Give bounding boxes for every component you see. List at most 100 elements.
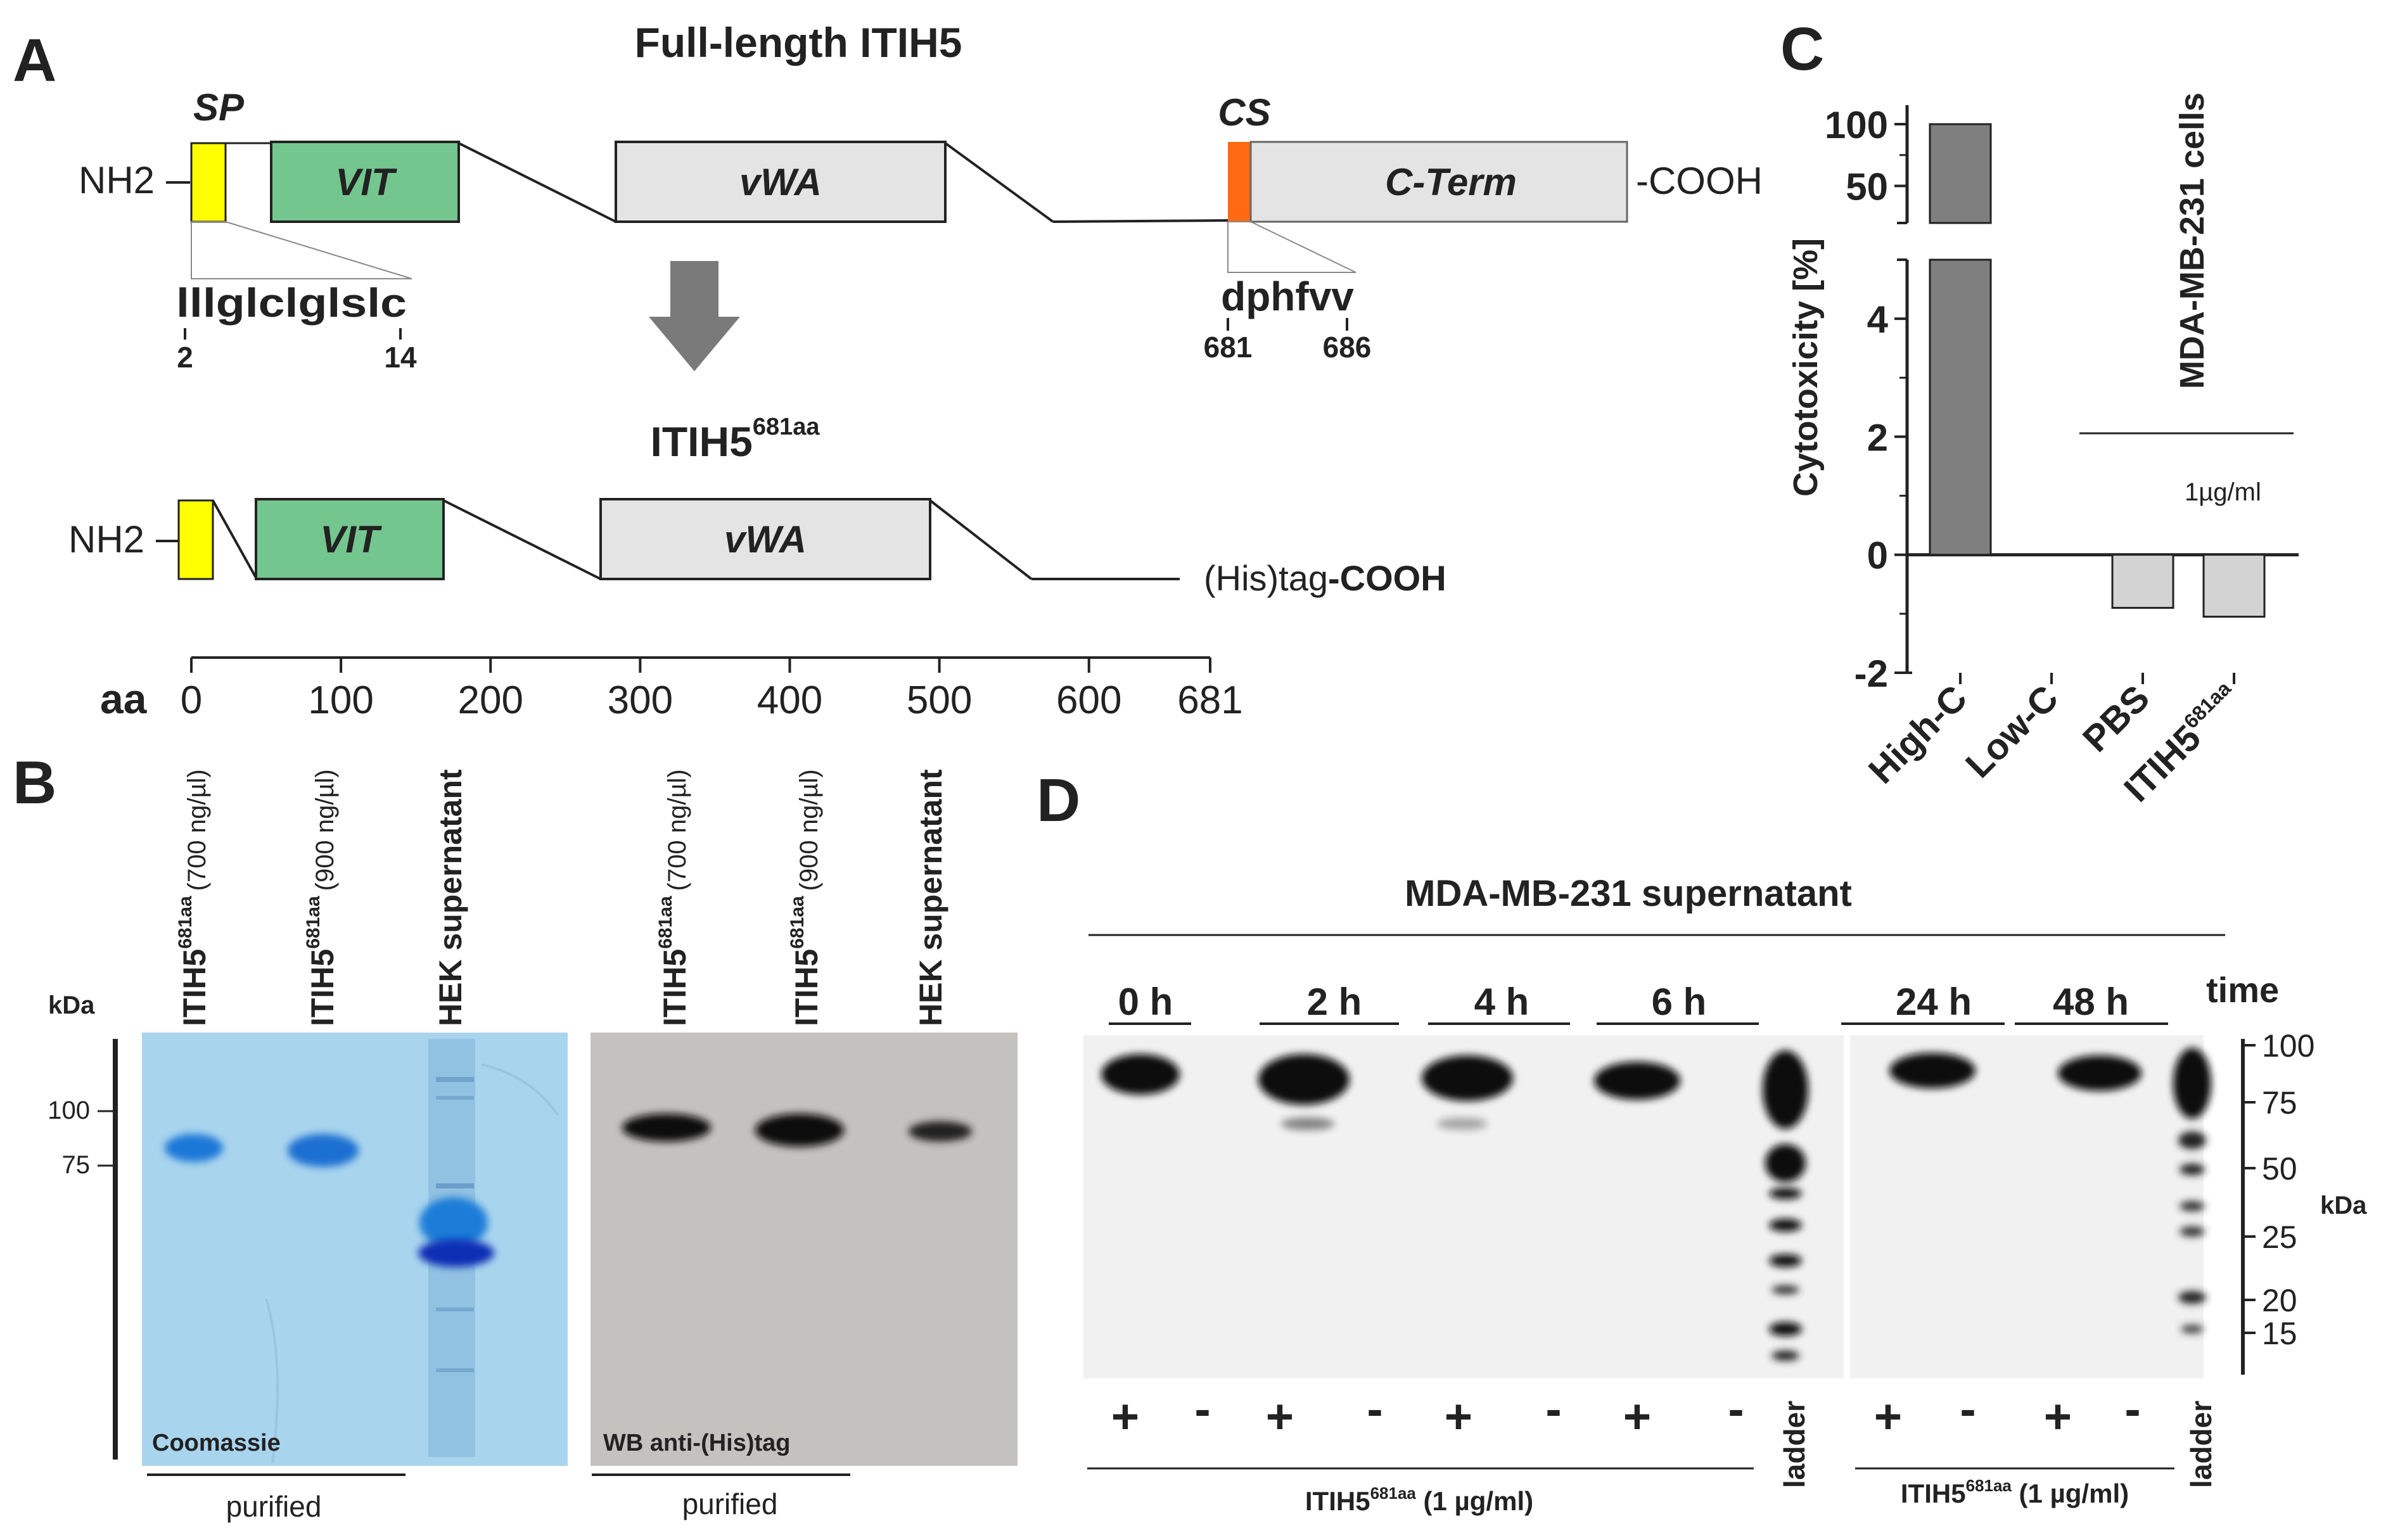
panel-d-letter: D [1037, 767, 1080, 834]
purified-label-1: purified [226, 1490, 322, 1523]
coomassie-band [288, 1134, 359, 1167]
ladder-band [2178, 1291, 2206, 1304]
plus-sign: + [1445, 1390, 1472, 1444]
wb-band [909, 1121, 972, 1142]
timepoint-label: 0 h [1118, 981, 1173, 1023]
bar [2202, 554, 2266, 618]
vit-label: VIT [335, 161, 397, 203]
plus-sign: + [1874, 1390, 1902, 1444]
ladder-band [2181, 1325, 2204, 1333]
plus-sign: + [2044, 1390, 2072, 1444]
signal-peptide-box [190, 142, 227, 223]
ladder-band [2180, 1226, 2205, 1237]
vit-label-trunc: VIT [320, 518, 382, 561]
blot-band-faint [1437, 1117, 1488, 1130]
panel-b: B ITIH5681aa(700 ng/µl)ITIH5681aa(900 ng… [13, 749, 1018, 1523]
plus-sign: + [1111, 1390, 1139, 1444]
coomassie-gel: Coomassie [142, 1033, 568, 1466]
signal-peptide-box-trunc [177, 499, 214, 580]
lane-label: ITIH5681aa(700 ng/µl) [175, 769, 212, 1026]
ladder-band [1771, 1285, 1799, 1294]
conc-note: 1µg/ml [2185, 478, 2261, 506]
ladder-band [1763, 1050, 1808, 1129]
marker-label: 50 [2262, 1151, 2297, 1187]
minus-sign: - [2124, 1382, 2140, 1436]
lane-label: HEK supernatant [913, 769, 948, 1026]
ladder-band [1771, 1351, 1799, 1361]
aa-tick-label: 681 [1177, 678, 1242, 722]
timepoint-label: 24 h [1896, 981, 1972, 1023]
aa-tick-label: 500 [907, 678, 972, 722]
coomassie-band [418, 1239, 494, 1267]
panel-a-letter: A [13, 27, 56, 94]
vwa-label-trunc: vWA [724, 518, 807, 561]
ladder-band [2180, 1201, 2205, 1211]
vit-domain-box [270, 141, 460, 223]
his-tag-label: (His)tag-COOH [1204, 558, 1446, 598]
ladder-band [2173, 1048, 2211, 1119]
blot-band [2058, 1055, 2142, 1091]
down-arrow-icon [649, 261, 740, 371]
ladder-band [1769, 1188, 1802, 1199]
coomassie-band [419, 1197, 488, 1248]
panel-c: C Cytotoxicity [%] MDA-MB-231 cells 1µg/… [1780, 15, 2299, 810]
cs-label: CS [1218, 91, 1270, 134]
y-tick-label: 50 [1846, 166, 1888, 208]
nh2-label-trunc: NH2 [68, 518, 144, 561]
bar [2111, 554, 2174, 609]
marker-label: 75 [2262, 1085, 2297, 1121]
treatment-label-2: ITIH5681aa (1 µg/ml) [1901, 1476, 2129, 1508]
cs-start-number: 681 [1204, 331, 1253, 364]
minus-sign: - [1367, 1382, 1382, 1436]
aa-tick-label: 0 [181, 678, 202, 722]
aa-axis-label: aa [100, 675, 148, 722]
minus-sign: - [1545, 1382, 1561, 1436]
minus-sign: - [1194, 1382, 1210, 1436]
lane-label: HEK supernatant [433, 769, 468, 1026]
vwa-label: vWA [739, 161, 822, 203]
cytotoxicity-ylabel: Cytotoxicity [%] [1787, 238, 1825, 497]
minus-sign: - [1960, 1382, 1976, 1436]
aa-tick-label: 300 [608, 678, 673, 722]
blot-band [1422, 1055, 1513, 1101]
timepoint-label: 4 h [1474, 981, 1529, 1023]
wb-label: WB anti-(His)tag [603, 1430, 791, 1456]
sp-start-number: 2 [177, 341, 193, 374]
marker-100-b: 100 [48, 1097, 90, 1124]
marker-label: 100 [2262, 1028, 2314, 1064]
purified-label-2: purified [682, 1487, 778, 1520]
cs-end-number: 686 [1323, 331, 1372, 364]
c-term-domain-box [1249, 141, 1628, 223]
ladder-band [1765, 1144, 1806, 1182]
supernatant-blot-2 [1850, 1035, 2211, 1378]
timepoint-label: 6 h [1652, 981, 1707, 1023]
y-tick-label: 100 [1825, 104, 1888, 146]
ladder-label-2: ladder [2185, 1401, 2218, 1488]
treatment-signs: ++++++------ [1111, 1382, 2141, 1444]
panel-c-letter: C [1780, 15, 1824, 83]
truncated-title: ITIH5681aa [650, 414, 820, 465]
marker-label: 20 [2262, 1283, 2297, 1318]
panel-d-title: MDA-MB-231 supernatant [1405, 873, 1852, 914]
x-category-label: PBS [2075, 677, 2157, 760]
sp-end-number: 14 [384, 341, 417, 374]
panel-b-letter: B [13, 749, 56, 817]
supernatant-blot-1 [1083, 1035, 1844, 1378]
aa-tick-label: 200 [458, 678, 523, 722]
blot-band [1101, 1054, 1180, 1095]
vwa-domain-box [615, 141, 947, 223]
x-category-label: Low-C [1958, 677, 2066, 786]
y-tick-label: 4 [1867, 298, 1889, 341]
blot-band-faint [1281, 1117, 1334, 1130]
c-term-label: C-Term [1385, 161, 1517, 203]
vit-domain-box-trunc [255, 498, 445, 580]
blot-band [1889, 1053, 1976, 1088]
minus-sign: - [1728, 1382, 1744, 1436]
marker-label: 15 [2262, 1316, 2297, 1351]
treatment-label-1: ITIH5681aa (1 µg/ml) [1305, 1484, 1533, 1516]
